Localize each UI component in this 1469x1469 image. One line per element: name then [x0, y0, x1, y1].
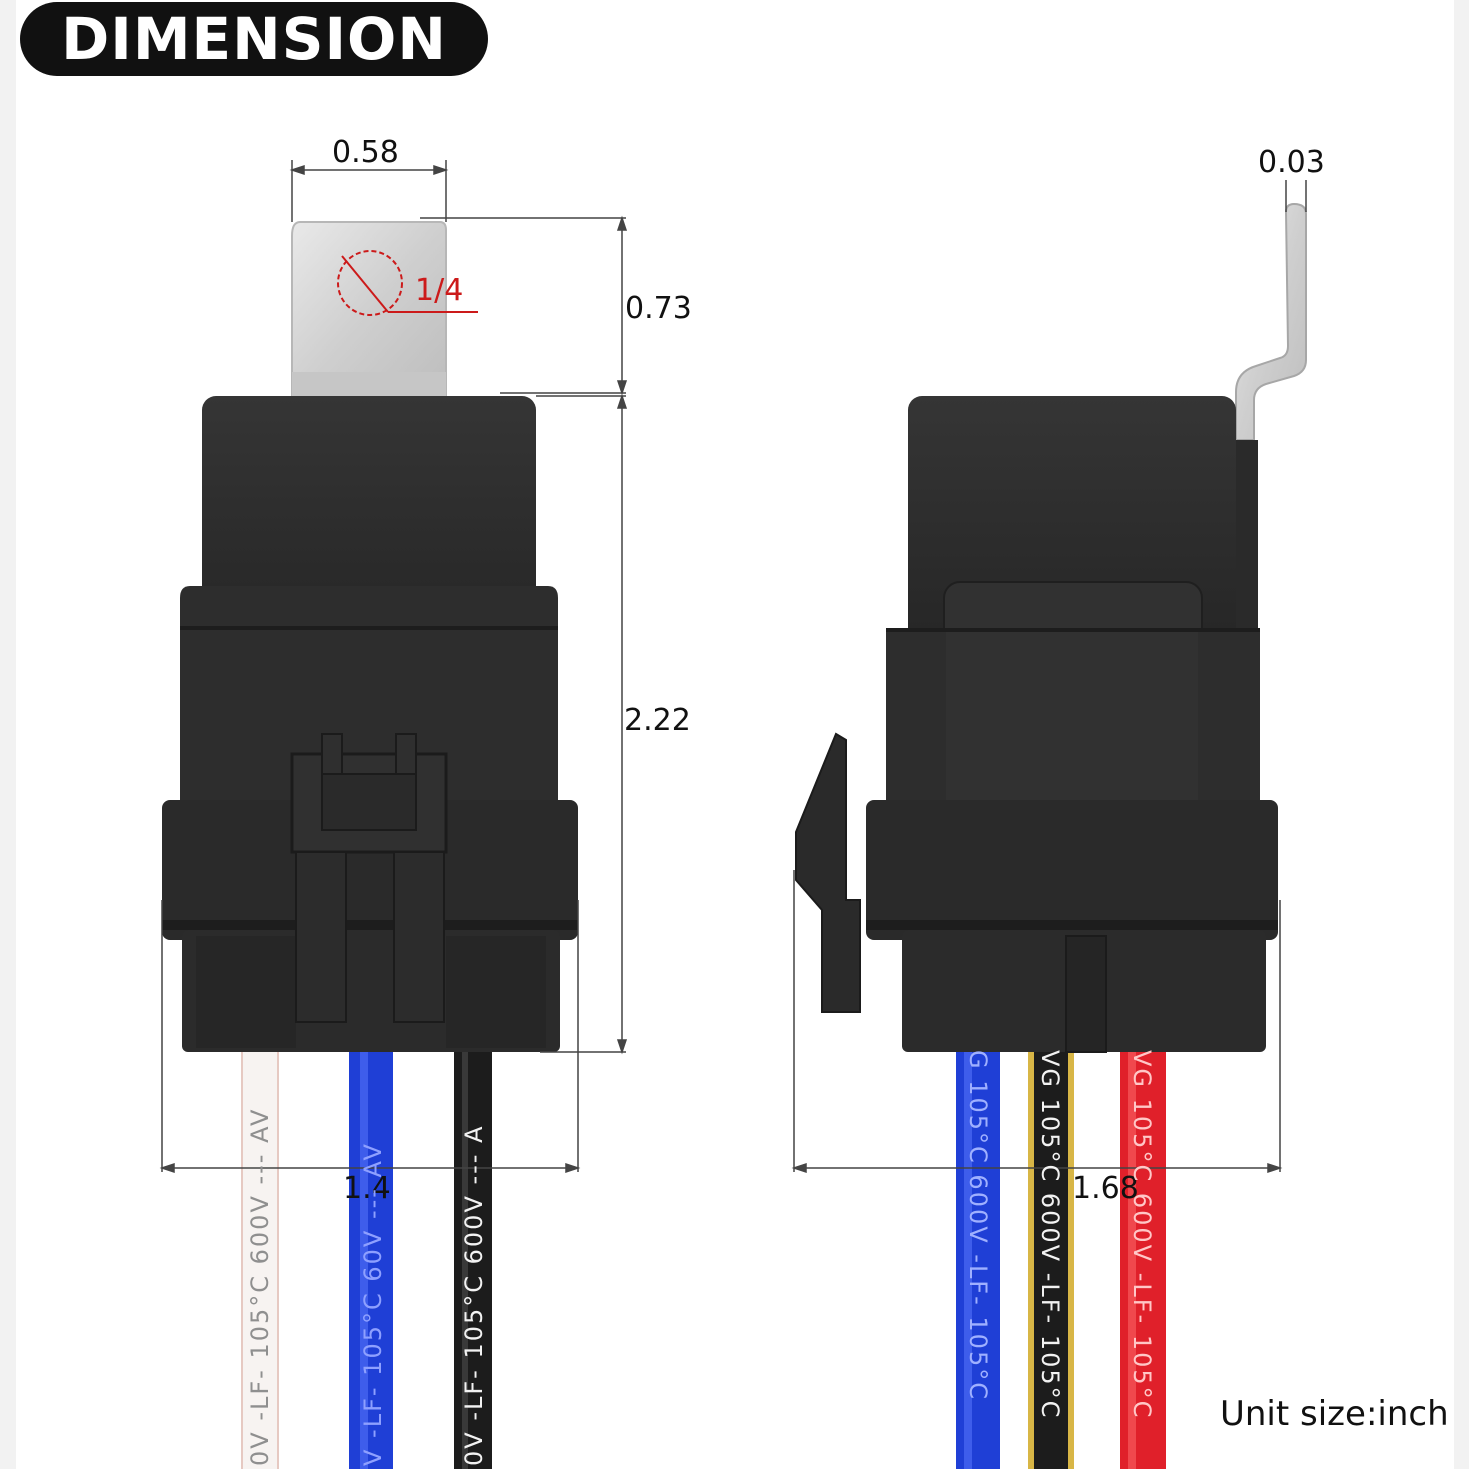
yellow-wire-print: VG 105°C 600V -LF- 105°C: [1036, 1050, 1064, 1419]
tab-thickness-label: 0.03: [1258, 145, 1325, 180]
blue-front-wire-print: V -LF- 105°C 60V --- AV: [359, 1142, 387, 1466]
locking-latch: [290, 733, 448, 1023]
relay-top-block: [202, 396, 536, 636]
tab-height-label: 0.73: [625, 291, 692, 326]
tab-width-label: 0.58: [332, 135, 399, 170]
side-clip: [795, 732, 861, 1013]
red-wire-print: VG 105°C 600V -LF- 105°C: [1128, 1050, 1156, 1419]
side-mounting-tab: [1235, 202, 1307, 441]
blue-side-wire-print: G 105°C 600V -LF- 105°C: [964, 1050, 992, 1401]
unit-note: Unit size:inch: [1220, 1394, 1449, 1434]
front-view: 0.58 1/4 0.73 2.22 1.4 0V -LF- 105°C 600…: [159, 135, 692, 1469]
side-raised-panel: [943, 581, 1203, 813]
side-dimension-lines: [791, 180, 1307, 1174]
title-badge: DIMENSION: [20, 2, 488, 76]
black-wire-print: 0V -LF- 105°C 600V --- A: [460, 1124, 488, 1466]
mounting-hole: [337, 250, 403, 316]
body-height-label: 2.22: [624, 703, 691, 738]
hole-size-label: 1/4: [415, 273, 463, 308]
side-collar: [866, 800, 1278, 940]
red-wire: [1120, 1040, 1166, 1469]
blue-wire-side: [956, 1040, 1000, 1469]
white-wire-print: 0V -LF- 105°C 600V --- AV: [246, 1108, 274, 1466]
front-width-label: 1.4: [343, 1171, 391, 1206]
side-view: 0.03 1.68 G 105°C 600V -LF- 105°C VG 105…: [791, 145, 1325, 1469]
connector-collar: [162, 800, 578, 940]
blue-wire-front: [349, 1040, 393, 1469]
mounting-tab: [291, 221, 447, 399]
side-width-label: 1.68: [1072, 1171, 1139, 1206]
relay-mid-block: [180, 586, 558, 810]
black-wire: [454, 1040, 492, 1469]
front-dimension-lines: [159, 160, 628, 1174]
